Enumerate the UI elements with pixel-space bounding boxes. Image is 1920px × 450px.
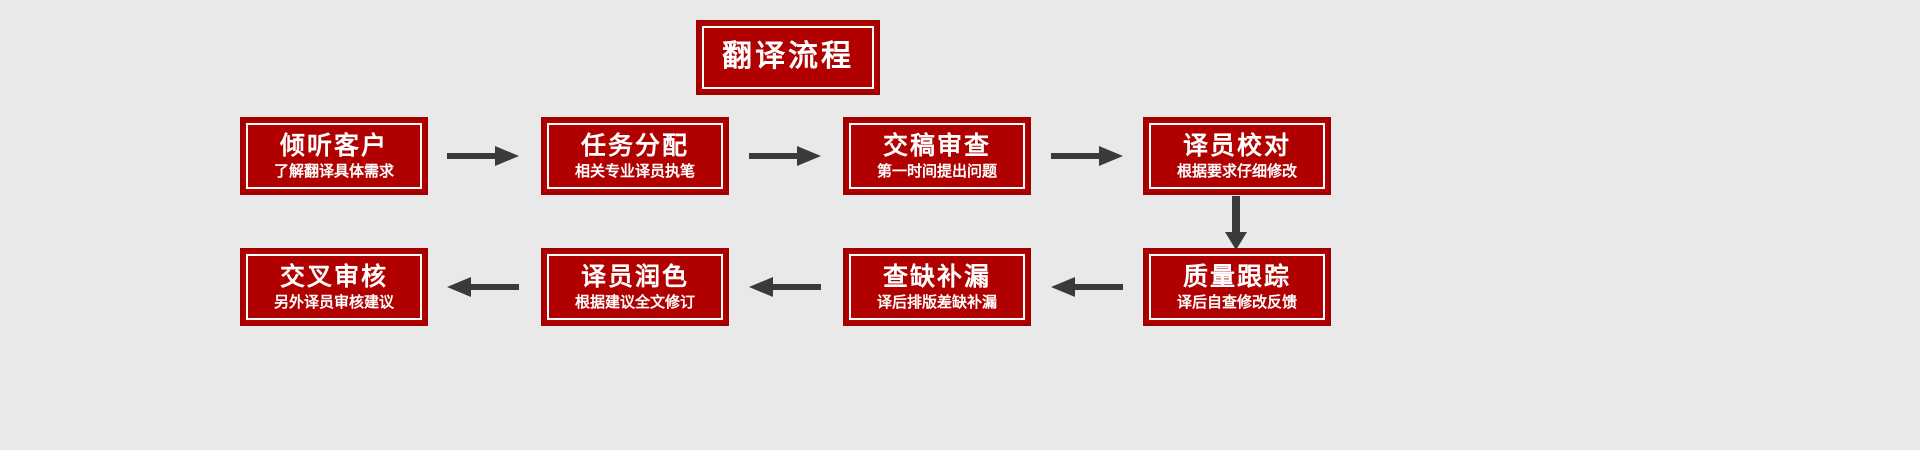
step-5-subtitle: 译后自查修改反馈 xyxy=(1176,292,1297,311)
arrow-left-icon-step7-step8 xyxy=(447,274,519,300)
step-2-title: 任务分配 xyxy=(580,131,689,160)
flow-step-7-translator-polishing[interactable]: 译员润色 根据建议全文修订 xyxy=(541,248,729,326)
step-7-title: 译员润色 xyxy=(580,262,689,291)
step-1-inner: 倾听客户 了解翻译具体需求 xyxy=(246,123,422,189)
flow-step-8-cross-review[interactable]: 交叉审核 另外译员审核建议 xyxy=(240,248,428,326)
step-3-subtitle: 第一时间提出问题 xyxy=(876,161,997,180)
arrow-right-icon-step3-step4 xyxy=(1051,143,1123,169)
step-7-inner: 译员润色 根据建议全文修订 xyxy=(547,254,723,320)
flow-step-5-quality-tracking[interactable]: 质量跟踪 译后自查修改反馈 xyxy=(1143,248,1331,326)
flowchart-title-box: 翻译流程 xyxy=(696,20,880,95)
flow-step-1-listen-to-client[interactable]: 倾听客户 了解翻译具体需求 xyxy=(240,117,428,195)
title-box-inner: 翻译流程 xyxy=(702,26,874,89)
step-8-subtitle: 另外译员审核建议 xyxy=(273,292,394,311)
step-5-title: 质量跟踪 xyxy=(1182,262,1291,291)
step-1-title: 倾听客户 xyxy=(279,131,388,160)
arrow-left-icon-step6-step7 xyxy=(749,274,821,300)
step-2-inner: 任务分配 相关专业译员执笔 xyxy=(547,123,723,189)
step-4-subtitle: 根据要求仔细修改 xyxy=(1176,161,1297,180)
step-6-inner: 查缺补漏 译后排版差缺补漏 xyxy=(849,254,1025,320)
step-3-inner: 交稿审查 第一时间提出问题 xyxy=(849,123,1025,189)
flow-step-6-gap-filling[interactable]: 查缺补漏 译后排版差缺补漏 xyxy=(843,248,1031,326)
step-6-title: 查缺补漏 xyxy=(882,262,991,291)
flow-step-4-translator-proofreading[interactable]: 译员校对 根据要求仔细修改 xyxy=(1143,117,1331,195)
step-2-subtitle: 相关专业译员执笔 xyxy=(574,161,695,180)
step-7-subtitle: 根据建议全文修订 xyxy=(574,292,695,311)
step-8-title: 交叉审核 xyxy=(279,262,388,291)
step-1-subtitle: 了解翻译具体需求 xyxy=(273,161,394,180)
flow-step-3-submission-review[interactable]: 交稿审查 第一时间提出问题 xyxy=(843,117,1031,195)
page-title: 翻译流程 xyxy=(722,39,854,75)
arrow-down-icon-step4-step5 xyxy=(1221,196,1251,250)
step-4-title: 译员校对 xyxy=(1182,131,1291,160)
step-8-inner: 交叉审核 另外译员审核建议 xyxy=(246,254,422,320)
flow-step-2-task-assignment[interactable]: 任务分配 相关专业译员执笔 xyxy=(541,117,729,195)
arrow-left-icon-step5-step6 xyxy=(1051,274,1123,300)
step-5-inner: 质量跟踪 译后自查修改反馈 xyxy=(1149,254,1325,320)
step-3-title: 交稿审查 xyxy=(882,131,991,160)
step-4-inner: 译员校对 根据要求仔细修改 xyxy=(1149,123,1325,189)
arrow-right-icon-step2-step3 xyxy=(749,143,821,169)
step-6-subtitle: 译后排版差缺补漏 xyxy=(876,292,997,311)
arrow-right-icon-step1-step2 xyxy=(447,143,519,169)
